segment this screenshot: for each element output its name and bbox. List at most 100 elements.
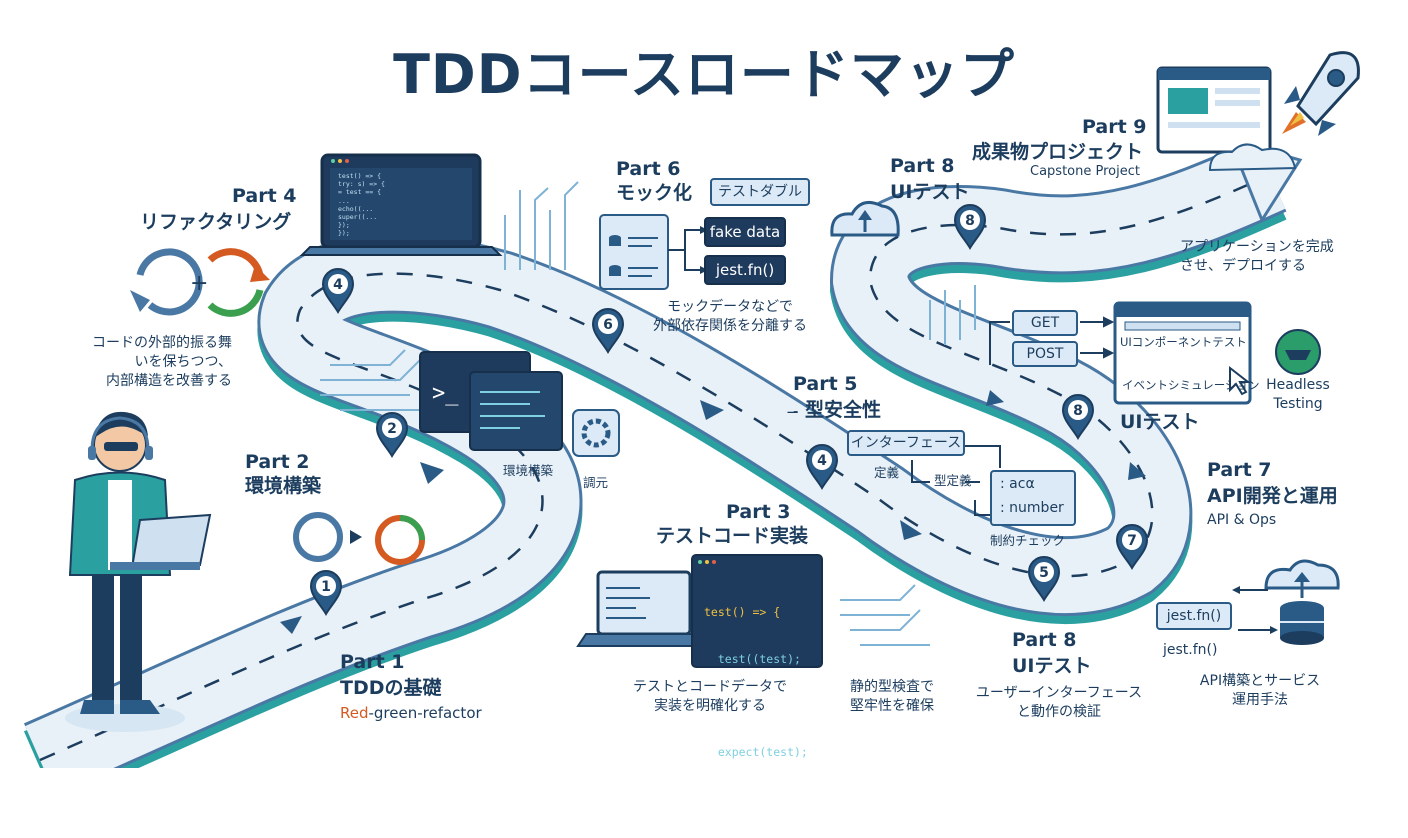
part4-number: Part 4: [232, 185, 297, 207]
pin-label: 5: [1039, 565, 1049, 581]
terminal-windows-illustration: >_: [419, 351, 620, 457]
part2-label-b: 調元: [583, 475, 609, 490]
part9-number: Part 9: [1082, 116, 1147, 138]
part4-description: コードの外部的振る舞 いを保ちつつ、 内部構造を改善する: [62, 334, 232, 391]
part6-description: モックデータなどで 外部依存関係を分離する: [630, 298, 830, 336]
desc-line: 内部構造を改善する: [106, 373, 232, 389]
part6-name: モック化: [616, 182, 693, 204]
subtitle-rest: -green-refactor: [368, 704, 482, 722]
part3-code: test() => { test((test); }) expect(test)…: [704, 574, 808, 838]
desc-line: アプリケーションを完成: [1180, 239, 1334, 255]
milestone-pin: 7: [1115, 524, 1149, 570]
code-line: expect(test);: [704, 744, 808, 759]
constraint-check-label: 制約チェック: [990, 533, 1066, 548]
get-method-box: GET: [1012, 310, 1078, 336]
desc-line: と動作の検証: [1017, 704, 1101, 720]
desc-line: Headless: [1266, 377, 1330, 393]
ui-window-illustration: [1113, 301, 1321, 405]
code-line: });: [338, 221, 350, 230]
pin-dot: [812, 450, 832, 470]
part4-name: リファクタリング: [140, 211, 292, 233]
part8b-number: Part 8: [1012, 629, 1077, 651]
part9-subtitle: Capstone Project: [1030, 164, 1140, 179]
part7-name: API開発と運用: [1207, 485, 1338, 507]
jest-fn-box: jest.fn(): [704, 255, 786, 285]
event-simulation-label: イベントシミュレーション: [1122, 378, 1260, 392]
part9-name: 成果物プロジェクト: [972, 141, 1144, 163]
part3-description: テストとコードデータで 実装を明確化する: [620, 678, 800, 716]
svg-text:+: +: [190, 271, 208, 296]
part8a-name: UIテスト: [890, 181, 970, 203]
cloud-upload-icon: [830, 200, 900, 237]
milestone-pin: 5: [1027, 556, 1061, 602]
code-line: = test == {: [338, 188, 382, 197]
milestone-pin: 8: [1061, 394, 1095, 440]
roadmap-stage: + >_: [23, 43, 1360, 768]
desc-line: 静的型検査で: [850, 679, 934, 695]
part2-name: 環境構築: [245, 475, 322, 497]
code-line: });: [338, 229, 350, 238]
milestone-markers: 1 2 4 6 4 5 7 8 8: [309, 204, 1149, 616]
desc-line: テストとコードデータで: [633, 679, 787, 695]
api-diagram-lines: [989, 316, 1115, 365]
part5-number: Part 5: [793, 373, 858, 395]
refactor-cycle-icon: +: [130, 248, 270, 317]
person-illustration: [65, 411, 212, 732]
part7-subtitle: API & Ops: [1207, 512, 1277, 528]
desc-line: 実装を明確化する: [654, 698, 766, 714]
laptop-code: test() => { try: s) => { = test == { ...…: [338, 172, 468, 238]
desc-line: API構築とサービス: [1199, 673, 1321, 689]
pin-label: 4: [817, 453, 827, 469]
jest-fn-box-1: jest.fn(): [1156, 602, 1232, 630]
desc-line: モックデータなどで: [667, 299, 793, 315]
milestone-pin: 6: [591, 308, 625, 354]
road-lane: [39, 173, 1271, 762]
part9-description: アプリケーションを完成 させ、デプロイする: [1180, 238, 1350, 276]
jest-fn-label-2: jest.fn(): [1163, 642, 1218, 658]
pin-label: 4: [333, 277, 343, 293]
pin-label: 8: [965, 213, 975, 229]
pin-dot: [1122, 530, 1142, 550]
milestone-pin: 4: [321, 268, 355, 314]
milestone-pin: 8: [953, 204, 987, 250]
desc-line: Testing: [1273, 396, 1323, 412]
type-definition-label: 型定義: [934, 473, 972, 488]
api-ops-illustration: [1232, 559, 1340, 645]
part3-number: Part 3: [726, 501, 791, 523]
pin-label: 1: [321, 579, 331, 595]
capstone-illustration: [1156, 51, 1360, 172]
pin-label: 2: [387, 421, 397, 437]
milestone-pin: 4: [805, 444, 839, 490]
part1-number: Part 1: [340, 651, 405, 673]
desc-line: 外部依存関係を分離する: [653, 318, 807, 334]
code-line: test((test);: [704, 651, 801, 666]
part6-number: Part 6: [616, 158, 681, 180]
desc-line: コードの外部的振る舞: [92, 335, 232, 351]
desc-line: 運用手法: [1232, 692, 1288, 708]
pin-label: 6: [603, 317, 613, 333]
pin-dot: [316, 576, 336, 596]
code-line: });: [704, 791, 725, 805]
code-line: try: s) => {: [338, 180, 385, 189]
milestone-pin: 2: [375, 412, 409, 458]
test-double-tag: テストダブル: [710, 178, 810, 206]
code-line: test() => {: [338, 172, 382, 180]
pin-dot: [960, 210, 980, 230]
red-word: Red: [340, 704, 369, 722]
part5-name-row: -̶ 型安全性: [793, 398, 881, 425]
part2-label-a: 環境構築: [503, 463, 554, 478]
laptop-test-illustration: [576, 554, 823, 668]
mock-diagram: [599, 214, 708, 290]
page-title: TDDコースロードマップ: [393, 43, 1015, 106]
laptop-code-illustration: [299, 153, 503, 256]
desc-line: 堅牢性を確保: [850, 698, 934, 714]
type-fields-box: : acα : number: [990, 470, 1076, 526]
part5-prefix: -̶: [793, 405, 799, 420]
road-illustration: + >_: [23, 51, 1360, 768]
pin-dot: [598, 314, 618, 334]
code-line: ...: [338, 196, 350, 205]
code-line: }): [704, 698, 718, 712]
pin-dot: [382, 418, 402, 438]
part5-description: 静的型検査で 堅牢性を確保: [832, 678, 952, 716]
pin-label: 7: [1127, 533, 1137, 549]
